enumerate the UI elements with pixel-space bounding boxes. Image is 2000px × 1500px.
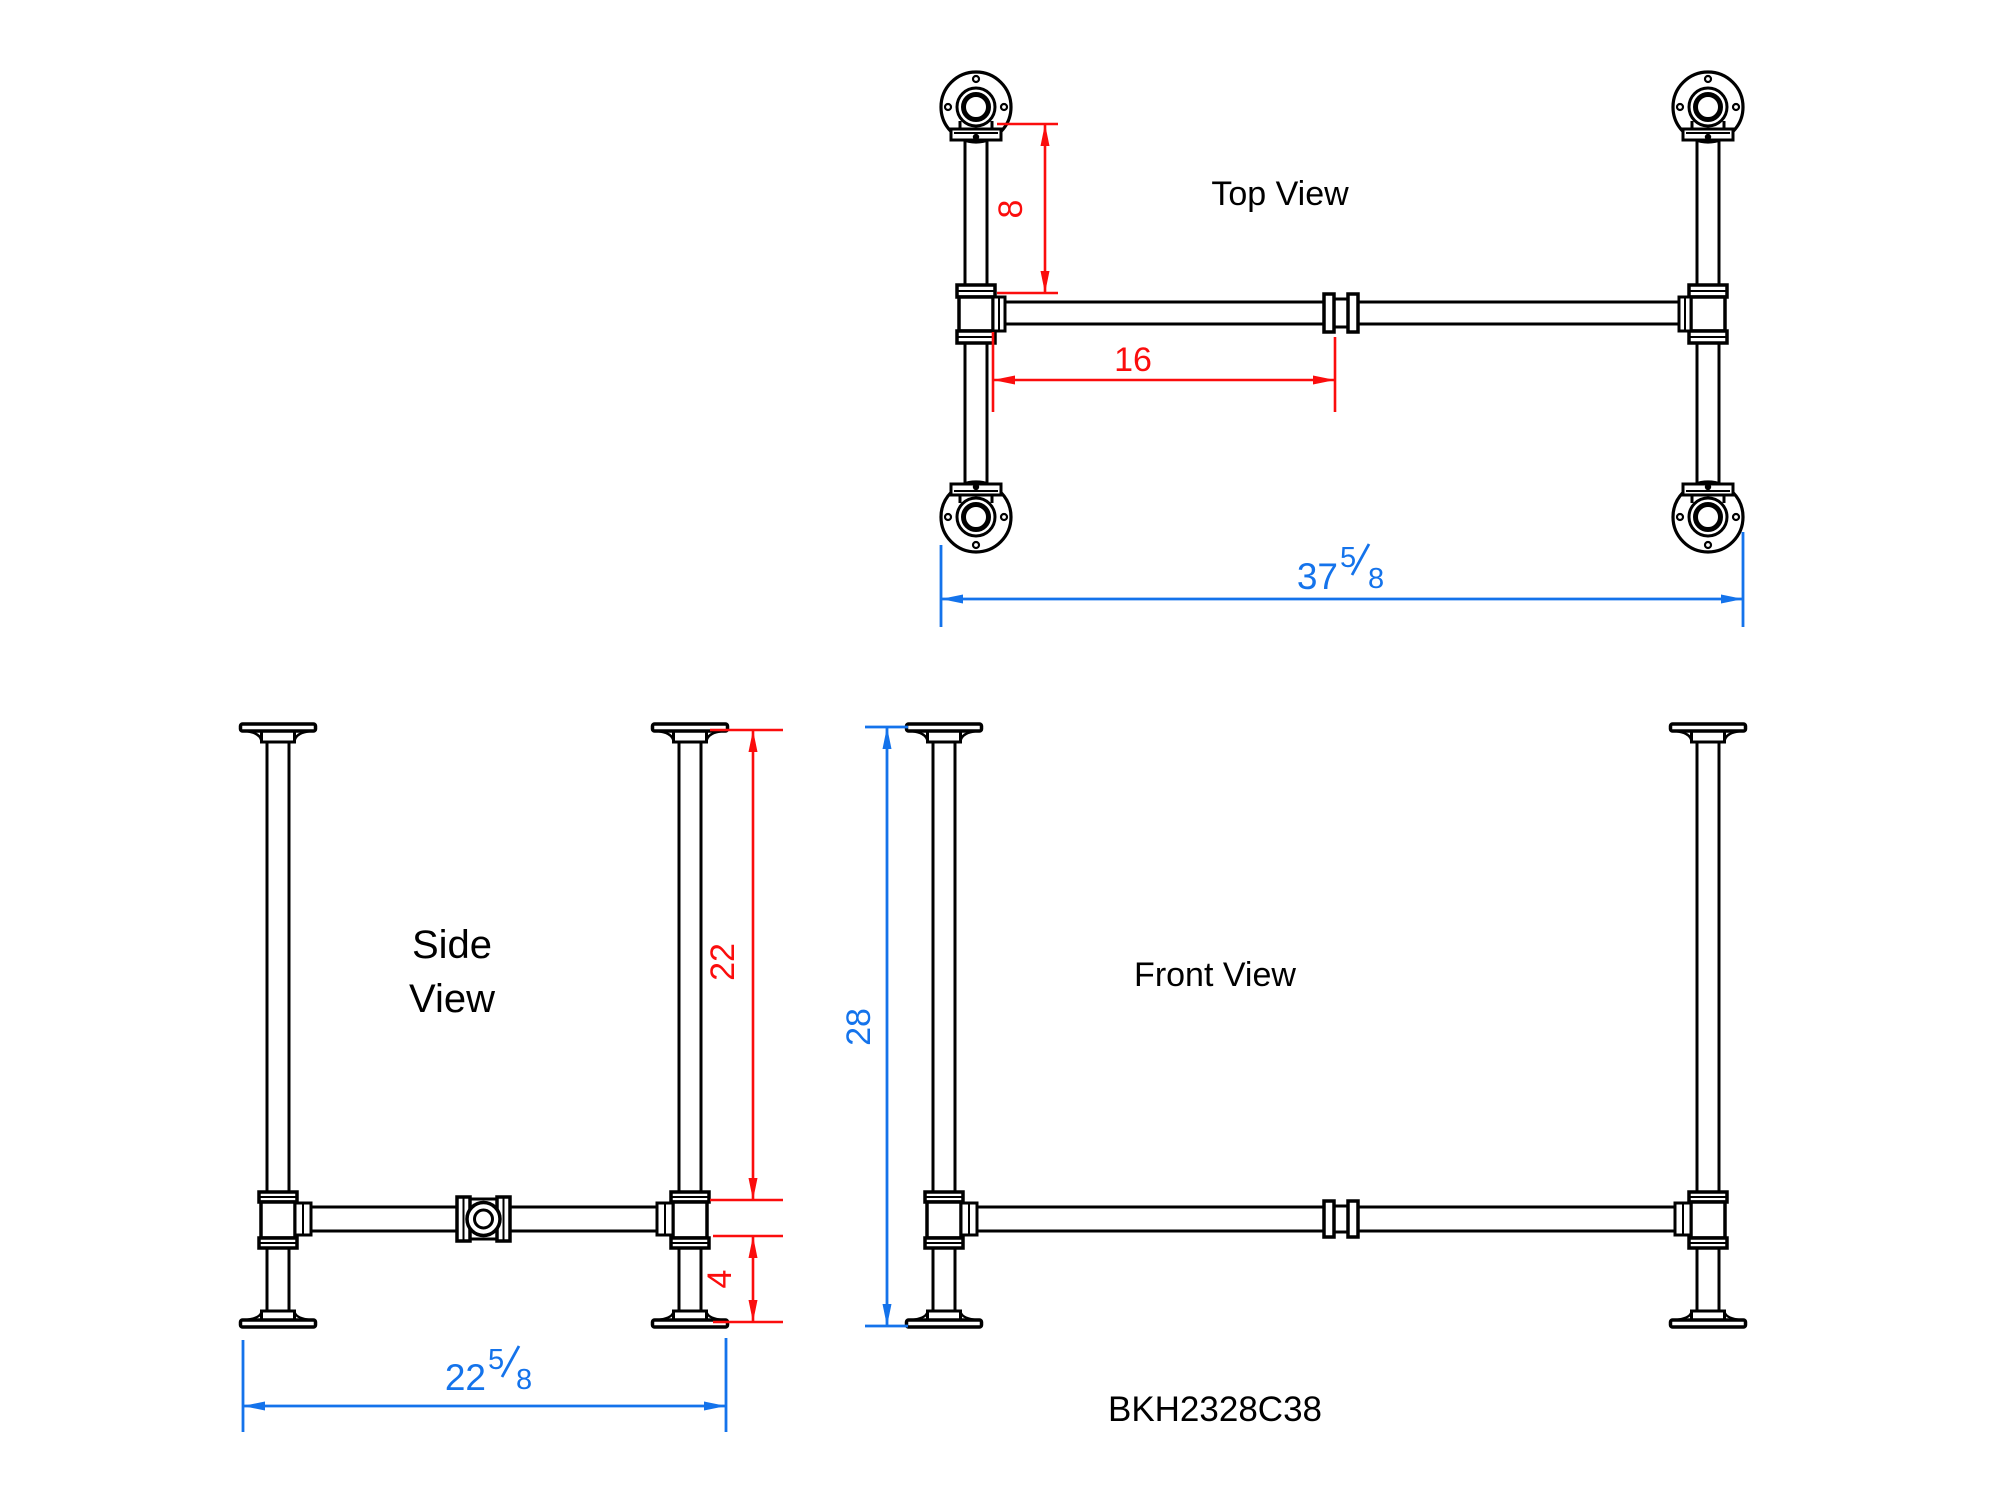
dim-text-22-denominator: 8: [516, 1364, 532, 1396]
dimension-flange-to-rail-height: 22: [704, 728, 783, 1202]
side-rail: [311, 1195, 657, 1243]
side-view-left-leg: [238, 722, 318, 1329]
dimension-tee-to-coupling: 16: [991, 332, 1337, 412]
dimension-overall-width: 37 5 8: [939, 532, 1745, 627]
dimension-overall-height: 28: [840, 725, 908, 1328]
dimension-overall-depth: 22 5 8: [241, 1338, 728, 1432]
top-view-label: Top View: [1211, 175, 1349, 213]
dimension-flange-to-rail-depth: 8: [992, 122, 1058, 295]
top-view: 8 16 37 5 8 Top View: [941, 72, 1743, 627]
part-number: BKH2328C38: [1108, 1390, 1322, 1429]
dim-text-8: 8: [992, 200, 1030, 219]
dim-text-4: 4: [701, 1270, 739, 1289]
front-rail-coupling-icon: [1322, 1199, 1360, 1239]
front-view: 28 Front View BKH2328C38: [840, 722, 1748, 1429]
dimension-rail-to-floor: 4: [701, 1234, 783, 1324]
fraction-slash: [500, 1345, 521, 1378]
dim-text-37-whole: 37: [1297, 556, 1338, 597]
side-view: 22 4 22 5 8 Side View: [238, 722, 783, 1432]
front-view-label: Front View: [1134, 956, 1296, 994]
fraction-slash: [1350, 543, 1371, 576]
dim-text-37-denominator: 8: [1368, 563, 1384, 595]
top-rail: [1005, 292, 1679, 334]
side-rail-cross-fitting-icon: [455, 1195, 512, 1243]
side-view-label-line1: Side: [412, 923, 492, 967]
top-view-right-leg: [1673, 72, 1743, 552]
dim-text-28: 28: [840, 1008, 878, 1046]
dim-text-37-numerator: 5: [1340, 542, 1356, 574]
side-view-label-line2: View: [409, 977, 495, 1021]
dim-text-22: 22: [704, 943, 742, 981]
dim-text-22-numerator: 5: [488, 1344, 504, 1376]
top-rail-coupling-icon: [1322, 292, 1360, 334]
front-rail: [977, 1199, 1675, 1239]
dim-text-16: 16: [1114, 341, 1152, 379]
front-view-left-leg: [904, 722, 984, 1329]
front-view-right-leg: [1668, 722, 1748, 1329]
top-view-left-leg: [941, 72, 1011, 552]
dim-text-22-whole: 22: [445, 1357, 486, 1398]
